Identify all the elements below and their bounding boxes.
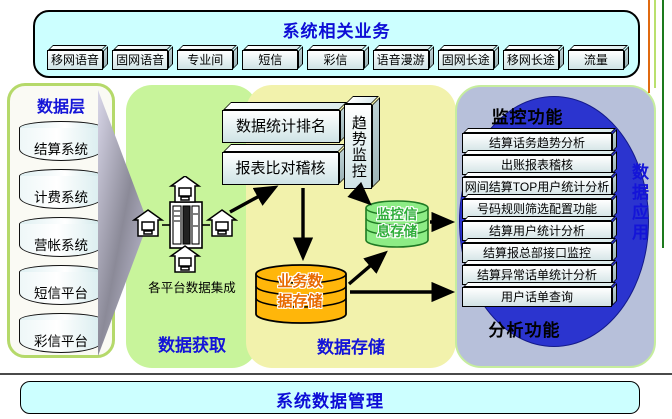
monitor-store-label: 监控信息存储 (376, 207, 418, 239)
service-box-sms: 短信 (242, 50, 299, 70)
monitor-functions-title: 监控功能 (491, 108, 564, 127)
function-box-settlement-user-stats: 结算用户统计分析 (462, 221, 612, 241)
business-store-cylinder-icon (255, 264, 347, 324)
server-cluster-icon (132, 176, 238, 273)
function-box-user-cdr-query: 用户话单查询 (462, 287, 612, 307)
service-box-mobile-long-distance: 移网长途 (502, 50, 559, 70)
bottom-banner: 系统数据管理 (20, 381, 640, 414)
system-cylinder-billing: 计费系统 (19, 169, 103, 209)
business-store-label: 业务数据存储 (277, 273, 323, 310)
audit-box: 报表比对稽核 (222, 152, 339, 185)
storage-title: 数据存储 (317, 338, 385, 357)
data-layer-title: 数据层 (36, 99, 85, 116)
top-banner-title: 系统相关业务 (282, 22, 391, 41)
trend-monitor-box: 趋势监控 (344, 104, 372, 189)
service-box-voice-roaming: 语音漫游 (372, 50, 429, 70)
data-application-vertical-label: 数据应用 (629, 163, 648, 243)
function-box-abnormal-cdr-stats: 结算异常话单统计分析 (462, 265, 612, 285)
acquisition-title: 数据获取 (158, 336, 226, 355)
divider-line (0, 373, 672, 375)
monitor-store-cylinder-icon (365, 200, 429, 248)
edge-line-lightgreen (654, 0, 656, 88)
rank-box: 数据统计排名 (222, 110, 340, 143)
service-box-traffic: 流量 (567, 50, 624, 70)
system-cylinder-settlement: 结算系统 (19, 121, 103, 161)
analysis-functions-title: 分析功能 (488, 321, 561, 340)
integration-label: 各平台数据集成 (148, 281, 236, 295)
bottom-banner-title: 系统数据管理 (276, 392, 384, 411)
service-box-fixed-voice: 固网语音 (112, 50, 169, 70)
top-banner: 系统相关业务 移网语音 固网语音 专业间 短信 彩信 语音漫游 固网长途 移网长… (33, 10, 640, 78)
system-cylinder-mms-platform: 彩信平台 (19, 313, 103, 353)
service-box-mms: 彩信 (307, 50, 364, 70)
function-box-billing-report-audit: 出账报表稽核 (462, 155, 612, 175)
function-box-top-user-stats: 网间结算TOP用户统计分析 (462, 177, 612, 197)
system-cylinder-accounting: 营帐系统 (19, 217, 103, 257)
service-box-inter-professional: 专业间 (177, 50, 234, 70)
edge-line-orange (648, 0, 650, 93)
flow-chevron-icon (98, 90, 148, 356)
service-box-fixed-long-distance: 固网长途 (437, 50, 494, 70)
service-box-mobile-voice: 移网语音 (47, 50, 104, 70)
edge-line-darkgreen (662, 0, 664, 248)
system-cylinder-sms-platform: 短信平台 (19, 265, 103, 305)
function-box-hq-interface-monitor: 结算报总部接口监控 (462, 243, 612, 263)
